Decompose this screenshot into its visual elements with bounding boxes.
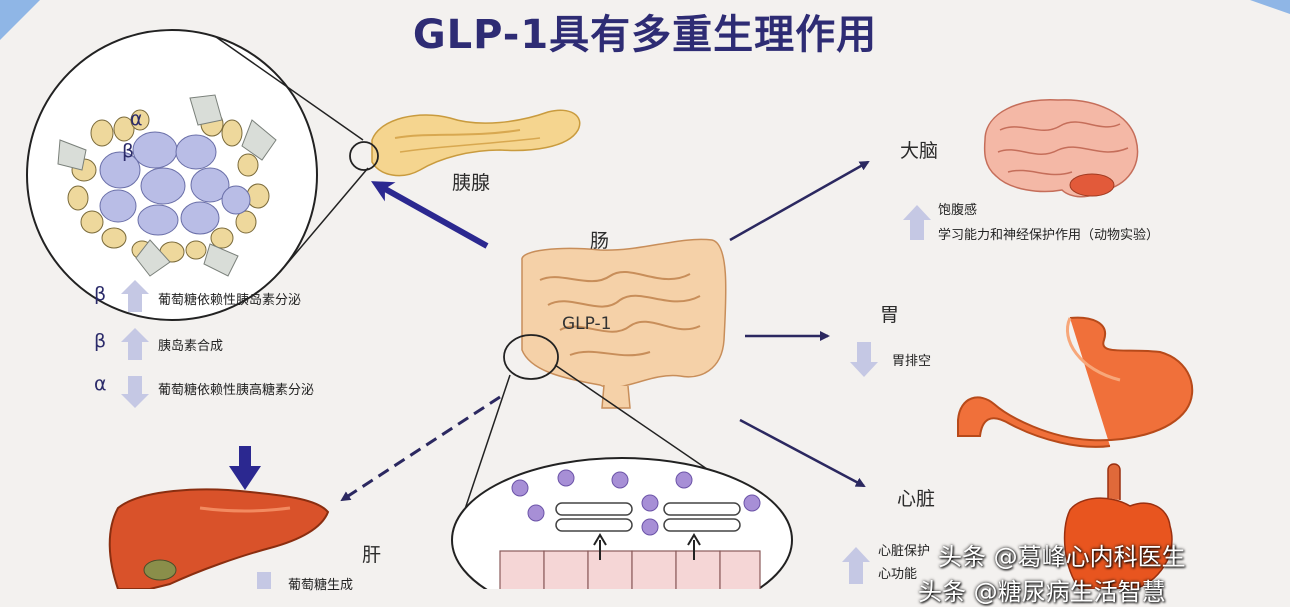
intestine-illustration: [503, 238, 727, 409]
effect-cell-label: α: [94, 373, 107, 395]
glp1-granules: [511, 469, 761, 536]
liver-illustration: [108, 488, 330, 589]
diagram-canvas: [0, 0, 1290, 589]
watermark-line-1: 头条 @葛峰心内科医生: [938, 543, 1186, 571]
glp1-to-brain-arrow: [729, 160, 870, 242]
page-title: GLP-1具有多重生理作用: [412, 12, 878, 58]
glp1-to-liver-arrow: [340, 395, 501, 502]
effect-text: 葡萄糖依赖性胰岛素分泌: [158, 293, 302, 308]
down-arrow-icon: [850, 342, 878, 377]
islet-magnified-view: [26, 29, 318, 321]
up-arrow-icon: [842, 547, 870, 584]
glp1-to-pancreas-arrow: [371, 181, 489, 249]
watermark-line-2: 头条 @糖尿病生活智慧: [918, 578, 1166, 606]
up-arrow-icon: [903, 205, 931, 240]
stomach-effect-text: 胃排空: [892, 354, 932, 369]
beta-cells: [99, 131, 251, 236]
brain-label: 大脑: [900, 140, 939, 162]
lcell-magnified-view: [451, 457, 793, 589]
islet-zoom-lines: [215, 36, 369, 273]
pancreas-effect-arrows: [121, 280, 149, 408]
brain-effect-text: 学习能力和神经保护作用（动物实验）: [938, 228, 1160, 243]
liver-label: 肝: [362, 544, 382, 566]
effect-cell-label: β: [94, 283, 107, 305]
heart-effect-text: 心功能: [878, 567, 918, 582]
alpha-cells: [67, 109, 270, 263]
pancreas-illustration: [349, 109, 581, 177]
up-arrow-icon: [121, 280, 149, 312]
corner-decoration-left: [0, 0, 40, 40]
brain-effect-text: 饱腹感: [938, 203, 978, 218]
heart-label: 心脏: [897, 488, 936, 510]
glp1-to-heart-arrow: [739, 418, 866, 488]
corner-decoration-right: [1250, 0, 1290, 14]
secretion-arrows: [593, 533, 701, 560]
liver-effect-text: 葡萄糖生成: [288, 578, 354, 593]
pancreas-label: 胰腺: [452, 172, 491, 194]
membrane-vesicles: [555, 502, 741, 532]
stomach-illustration: [957, 316, 1194, 448]
heart-illustration: [1063, 463, 1173, 589]
effect-cell-label: β: [94, 330, 107, 352]
glp1-label: GLP-1: [562, 314, 612, 334]
other-cells: [57, 94, 277, 277]
up-arrow-icon: [121, 328, 149, 360]
effect-text: 胰岛素合成: [158, 339, 224, 354]
islet-beta-label: β: [122, 140, 135, 162]
intestine-label: 肠: [590, 230, 610, 252]
islet-alpha-label: α: [130, 108, 143, 130]
stomach-label: 胃: [880, 304, 900, 326]
heart-effect-text: 心脏保护: [878, 544, 931, 559]
epithelial-cells: [499, 550, 761, 589]
brain-illustration: [983, 99, 1139, 198]
liver-down-arrow: [229, 446, 261, 490]
down-arrow-icon: [121, 376, 149, 408]
down-arrow-icon: [257, 572, 271, 589]
effect-text: 葡萄糖依赖性胰高糖素分泌: [158, 383, 315, 398]
